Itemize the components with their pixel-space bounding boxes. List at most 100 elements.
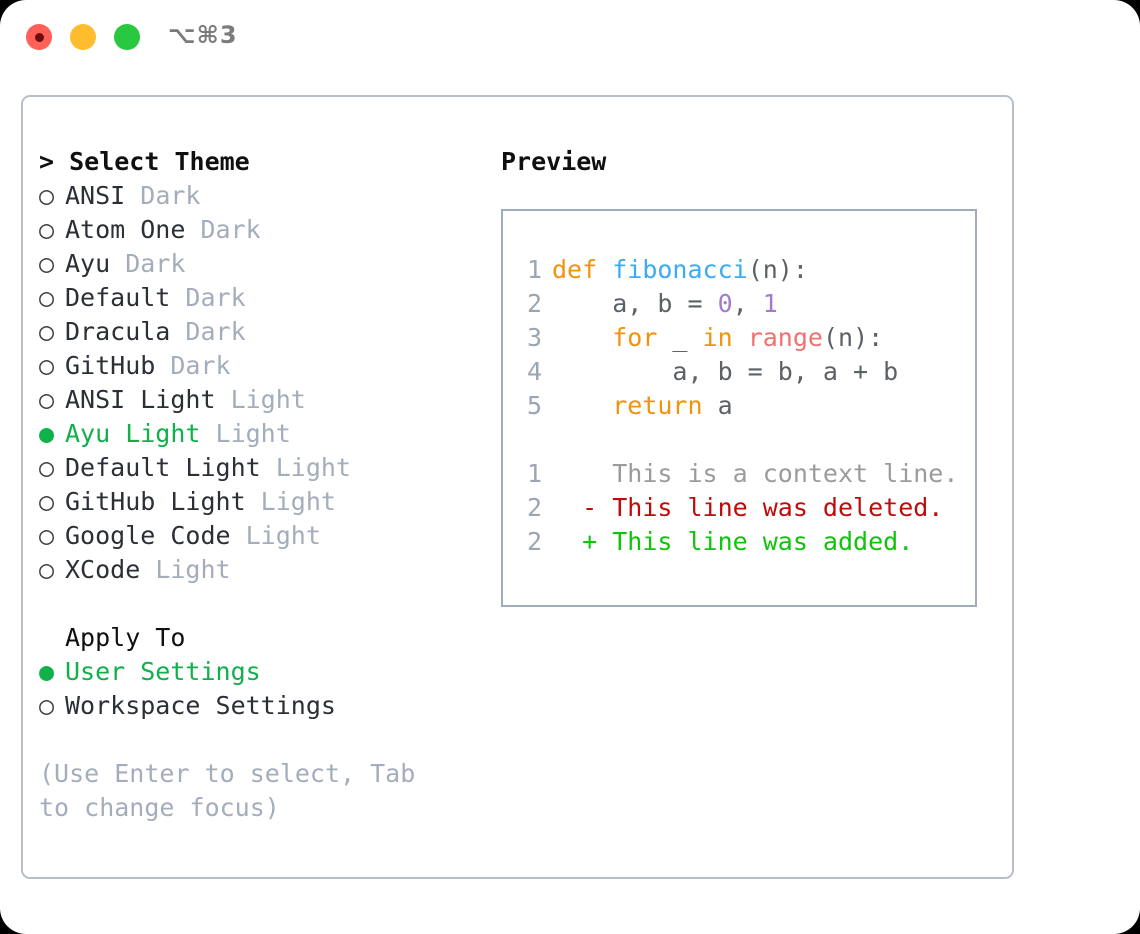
theme-list-item[interactable]: ○ XCode Light — [39, 553, 489, 587]
theme-name: Google Code — [65, 521, 231, 550]
theme-variant-tag: Dark — [185, 215, 261, 244]
theme-list-item[interactable]: ○ANSI Dark — [39, 179, 489, 213]
theme-list-item[interactable]: ○ Atom One Dark — [39, 213, 489, 247]
line-number: 3 — [526, 323, 542, 352]
theme-variant-tag: Dark — [110, 249, 186, 278]
diff-text: This line was deleted. — [612, 493, 944, 522]
code-token: (n): — [822, 323, 884, 352]
theme-name: GitHub — [65, 351, 156, 380]
theme-name: XCode — [65, 555, 141, 584]
code-line: 4 a, b = b, a + b — [518, 355, 958, 389]
code-token — [733, 323, 748, 352]
theme-variant-tag: Light — [260, 453, 351, 482]
maximize-button[interactable] — [114, 24, 140, 50]
theme-name: Default Light — [65, 453, 261, 482]
theme-variant-tag: Dark — [125, 181, 201, 210]
theme-name: Ayu — [65, 249, 111, 278]
apply-to-label: User Settings — [65, 657, 261, 686]
theme-list-item[interactable]: ○ Dracula Dark — [39, 315, 489, 349]
radio-unselected-icon: ○ — [39, 691, 55, 720]
apply-to-list: ● User Settings ○ Workspace Settings — [39, 655, 489, 723]
diff-marker: + — [552, 527, 613, 556]
traffic-lights — [26, 24, 140, 50]
theme-variant-tag: Light — [215, 385, 306, 414]
diff-text: This is a context line. — [612, 459, 959, 488]
main-card: > Select Theme ○ANSI Dark○Atom One Dark○… — [21, 95, 1014, 879]
line-number: 2 — [526, 493, 542, 522]
code-token: return — [612, 391, 703, 420]
theme-name: ANSI Light — [65, 385, 216, 414]
line-number: 2 — [526, 289, 542, 318]
theme-list-item[interactable]: ●Ayu Light Light — [39, 417, 489, 451]
theme-name: Dracula — [65, 317, 171, 346]
page-title: > Select Theme — [39, 147, 250, 176]
radio-unselected-icon: ○ — [39, 317, 55, 346]
theme-list-item[interactable]: ○ Google Code Light — [39, 519, 489, 553]
apply-to-item[interactable]: ● User Settings — [39, 655, 489, 689]
theme-name: GitHub Light — [65, 487, 246, 516]
code-token — [552, 323, 612, 352]
apply-to-heading: Apply To — [65, 623, 186, 652]
radio-unselected-icon: ○ — [39, 215, 55, 244]
theme-variant-tag: Dark — [155, 351, 231, 380]
minimize-button[interactable] — [70, 24, 96, 50]
recording-indicator-icon — [34, 32, 44, 42]
radio-unselected-icon: ○ — [39, 453, 55, 482]
hint-spacer — [39, 723, 489, 757]
theme-variant-tag: Light — [230, 521, 321, 550]
diff-line: 2 - This line was deleted. — [518, 491, 958, 525]
theme-variant-tag: Dark — [170, 283, 246, 312]
theme-list-item[interactable]: ○ GitHub Dark — [39, 349, 489, 383]
keyboard-hint: (Use Enter to select, Tab to change focu… — [39, 759, 431, 822]
code-token: , — [732, 289, 763, 318]
code-token: 0 — [717, 289, 733, 318]
close-button[interactable] — [26, 24, 52, 50]
code-token: for — [612, 323, 658, 352]
radio-unselected-icon: ○ — [39, 555, 55, 584]
apply-to-item[interactable]: ○ Workspace Settings — [39, 689, 489, 723]
theme-name: Atom One — [65, 215, 186, 244]
theme-name: Ayu Light — [65, 419, 201, 448]
code-token: _ — [657, 323, 703, 352]
radio-selected-icon: ● — [39, 419, 55, 448]
radio-unselected-icon: ○ — [39, 521, 55, 550]
theme-list-item[interactable]: ○Default Dark — [39, 281, 489, 315]
theme-list-item[interactable]: ○ ANSI Light Light — [39, 383, 489, 417]
theme-list-item[interactable]: ○ GitHub Light Light — [39, 485, 489, 519]
radio-unselected-icon: ○ — [39, 385, 55, 414]
theme-list-item[interactable]: ○ Default Light Light — [39, 451, 489, 485]
list-spacer — [39, 587, 489, 621]
line-number: 5 — [526, 391, 542, 420]
radio-unselected-icon: ○ — [39, 351, 55, 380]
preview-title: Preview — [501, 147, 607, 176]
line-number: 2 — [526, 527, 542, 556]
diff-line: 1 This is a context line. — [518, 457, 958, 491]
code-line: 2 a, b = 0, 1 — [518, 287, 958, 321]
diff-marker — [552, 459, 612, 488]
code-line: 3 for _ in range(n): — [518, 321, 958, 355]
radio-unselected-icon: ○ — [39, 283, 55, 312]
line-number: 4 — [526, 357, 542, 386]
theme-variant-tag: Dark — [170, 317, 246, 346]
line-number: 1 — [526, 459, 542, 488]
radio-unselected-icon: ○ — [39, 487, 55, 516]
radio-selected-icon: ● — [39, 657, 55, 686]
theme-variant-tag: Light — [140, 555, 231, 584]
code-token: a, b = b, a + b — [552, 357, 899, 386]
keyboard-shortcut-label: ⌥⌘3 — [168, 21, 238, 49]
diff-marker: - — [552, 493, 613, 522]
code-token: a — [702, 391, 733, 420]
code-token — [552, 391, 612, 420]
line-number: 1 — [526, 255, 542, 284]
code-token: a, b = — [552, 289, 718, 318]
theme-variant-tag: Light — [245, 487, 336, 516]
radio-unselected-icon: ○ — [39, 181, 55, 210]
code-token: 1 — [762, 289, 778, 318]
theme-list-item[interactable]: ○Ayu Dark — [39, 247, 489, 281]
code-token: (n): — [747, 255, 808, 284]
apply-to-label: Workspace Settings — [65, 691, 336, 720]
